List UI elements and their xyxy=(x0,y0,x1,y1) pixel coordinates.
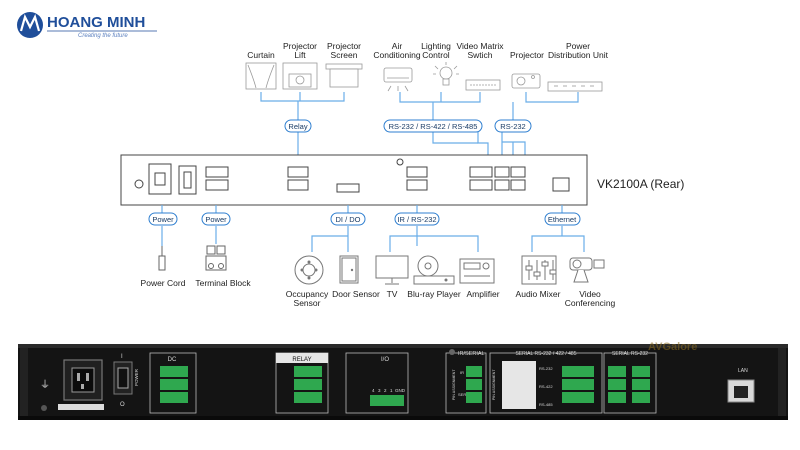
curtain-icon xyxy=(245,62,277,90)
projector-icon xyxy=(511,73,541,89)
rear-dc-terminal[interactable] xyxy=(160,366,188,403)
pdu-icon xyxy=(547,81,603,92)
projector-lift-icon xyxy=(282,62,318,90)
label-power-cord: Power Cord xyxy=(141,278,186,288)
rear-dc-label: DC xyxy=(168,357,177,363)
lan-port-icon xyxy=(552,177,570,192)
label-door-sensor: Door Sensor xyxy=(332,289,380,299)
label-lighting-control-1: Lighting xyxy=(421,41,451,51)
brand-logo: HOANG MINH Creating the future xyxy=(17,12,157,39)
serial-terminal-icon xyxy=(469,166,526,191)
pill-power-right: Power xyxy=(205,215,227,224)
rear-io-pin-4: 4 xyxy=(372,388,375,393)
rear-ir-serial-label: IR/SERIAL xyxy=(458,351,485,357)
door-sensor-icon xyxy=(339,255,359,284)
rear-power-label: POWER xyxy=(134,368,139,386)
watermark: AVGalore xyxy=(648,341,697,353)
label-projector-lift-2: Lift xyxy=(294,50,306,60)
label-bluray: Blu-ray Player xyxy=(407,289,461,299)
rear-io-pin-2: 2 xyxy=(384,388,387,393)
terminal-block-icon xyxy=(205,245,227,271)
label-video-matrix-2: Swtich xyxy=(467,50,492,60)
rear-io-terminal[interactable] xyxy=(370,395,404,406)
rear-serial-232-label: SERIAL RS-232 xyxy=(612,351,648,357)
pill-serial: RS-232 / RS-422 / RS-485 xyxy=(389,122,478,131)
light-bulb-icon xyxy=(433,62,459,86)
label-projector-screen-1: Projector xyxy=(327,41,361,51)
svg-text:O: O xyxy=(120,402,125,408)
matrix-switch-icon xyxy=(465,79,501,91)
label-pdu-2: Distribution Unit xyxy=(548,50,609,60)
pill-relay: Relay xyxy=(288,122,307,131)
rear-io-pin-1: 1 xyxy=(390,388,393,393)
rear-rs232-sub-label: RS-232 xyxy=(539,366,553,371)
dc-terminal-icon xyxy=(205,166,229,191)
label-air-conditioning-1: Air xyxy=(392,41,403,51)
rear-pin-assignment-label-2: PIN ASSIGNMENT xyxy=(492,369,496,400)
rear-serial-485-terminal[interactable] xyxy=(562,366,594,403)
amplifier-icon xyxy=(459,258,495,284)
ir-terminal-icon xyxy=(406,166,428,191)
rear-relay-terminal[interactable] xyxy=(294,366,322,403)
label-lighting-control-2: Control xyxy=(422,50,450,60)
svg-text:⏚: ⏚ xyxy=(40,379,50,391)
label-projector-screen-2: Screen xyxy=(331,50,358,60)
rear-relay-label: RELAY xyxy=(292,357,311,363)
dio-terminal-icon xyxy=(336,183,360,193)
label-projector: Projector xyxy=(510,50,544,60)
rear-pin-assignment-label: PIN ASSIGNMENT xyxy=(452,369,456,400)
rear-io-pin-gnd: GND xyxy=(395,388,406,393)
label-occupancy-1: Occupancy xyxy=(286,289,329,299)
device-label: VK2100A (Rear) xyxy=(597,177,684,191)
video-camera-icon xyxy=(569,257,605,283)
tv-icon xyxy=(375,255,409,285)
rear-io-pin-3: 3 xyxy=(378,388,381,393)
label-video-conf-1: Video xyxy=(579,289,601,299)
bluray-player-icon xyxy=(413,255,455,285)
rear-serial-label: SERIAL xyxy=(458,392,473,397)
label-video-conf-2: Conferencing xyxy=(565,298,616,308)
relay-terminal-icon xyxy=(287,166,309,191)
label-video-matrix-1: Video Matrix xyxy=(456,41,504,51)
rear-rs485-sub-label: RS-485 xyxy=(539,402,553,407)
bottom-wiring xyxy=(161,205,585,252)
vk2100a-outline xyxy=(120,154,588,206)
pill-dido: DI / DO xyxy=(335,215,360,224)
rear-serial-485-label: SERIAL RS-232 / 422 / 485 xyxy=(516,351,577,357)
rear-io-label: I/O xyxy=(381,357,389,363)
label-terminal-block: Terminal Block xyxy=(195,278,251,288)
projector-screen-icon xyxy=(325,63,363,88)
rear-rs422-sub-label: RS-422 xyxy=(539,384,553,389)
label-occupancy-2: Sensor xyxy=(294,298,321,308)
rear-ir-label: IR xyxy=(460,370,464,375)
rear-serial-232-terminal[interactable] xyxy=(608,366,650,403)
rear-panel-photo: ⏚ I O POWER DC RELAY I/O 4 3 xyxy=(18,341,788,420)
pill-power-left: Power xyxy=(152,215,174,224)
label-air-conditioning-2: Conditioning xyxy=(373,50,421,60)
label-amplifier: Amplifier xyxy=(466,289,499,299)
brand-tagline: Creating the future xyxy=(78,33,128,39)
svg-text:I: I xyxy=(121,354,123,360)
pill-ir-rs232: IR / RS-232 xyxy=(397,215,436,224)
brand-name: HOANG MINH xyxy=(47,14,145,31)
pill-rs232: RS-232 xyxy=(500,122,525,131)
rear-ir-terminal[interactable] xyxy=(466,366,482,403)
label-tv: TV xyxy=(387,289,398,299)
rear-lan-label: LAN xyxy=(738,368,748,374)
audio-mixer-icon xyxy=(521,255,557,285)
occupancy-sensor-icon xyxy=(294,255,324,285)
label-pdu-1: Power xyxy=(566,41,590,51)
label-curtain: Curtain xyxy=(247,50,275,60)
pill-ethernet: Ethernet xyxy=(548,215,577,224)
power-cord-icon xyxy=(158,246,166,271)
label-audio-mixer: Audio Mixer xyxy=(516,289,561,299)
air-conditioner-icon xyxy=(383,67,413,92)
label-projector-lift-1: Projector xyxy=(283,41,317,51)
